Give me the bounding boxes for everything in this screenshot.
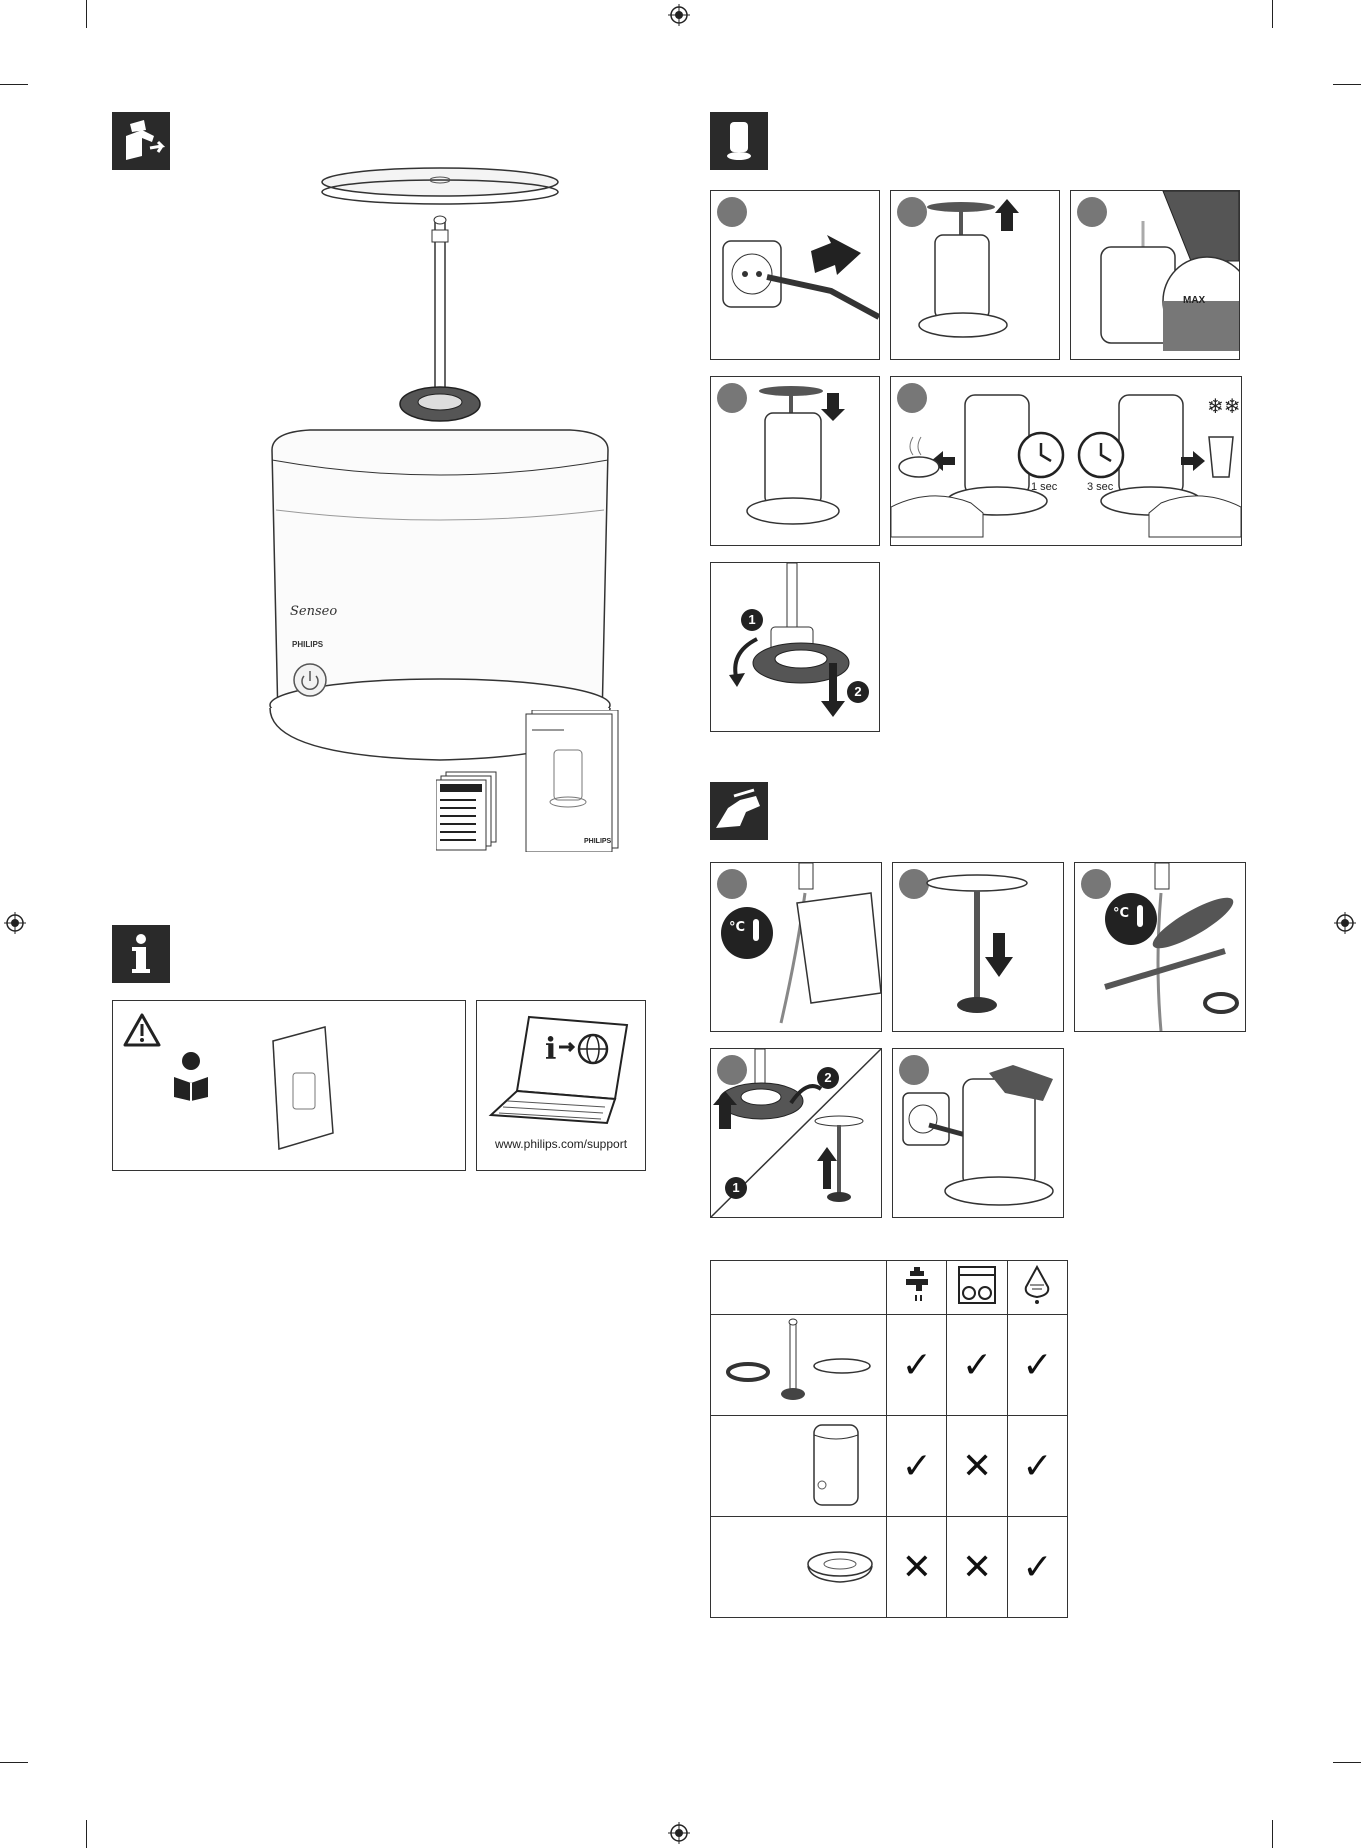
step-remove-lid — [890, 190, 1060, 360]
rinse-parts-icon: °C — [1075, 863, 1245, 1031]
svg-text:°C: °C — [1113, 906, 1129, 921]
crop-mark — [1272, 1820, 1273, 1848]
svg-text:i: i — [545, 1032, 556, 1067]
warning-triangle-icon — [123, 1013, 161, 1047]
step-fill-milk: MAX — [1070, 190, 1240, 360]
check-mark: ✓ — [1007, 1416, 1067, 1517]
step-plug-in — [710, 190, 880, 360]
registration-mark-icon — [4, 912, 26, 934]
clean-step-remove-whisk: 1 2 — [710, 1048, 882, 1218]
tap-water-icon — [887, 1261, 947, 1315]
info-icon — [112, 925, 170, 983]
device-brand-label: Senseo — [290, 604, 337, 619]
part-whisk-and-lid — [711, 1315, 887, 1416]
read-manual-panel — [112, 1000, 466, 1171]
device-maker-label: PHILIPS — [292, 640, 323, 649]
quick-guide-illustration — [436, 770, 500, 852]
check-mark: ✓ — [1007, 1517, 1067, 1618]
part-base — [711, 1517, 887, 1618]
check-mark: ✓ — [1007, 1315, 1067, 1416]
pour-milk-icon — [1071, 191, 1239, 359]
registration-mark-icon — [668, 4, 690, 26]
check-mark: ✓ — [887, 1416, 947, 1517]
short-press-label: 1 sec — [1031, 481, 1057, 493]
step-replace-lid — [710, 376, 880, 546]
crop-mark — [1333, 84, 1361, 85]
part-jug — [711, 1416, 887, 1517]
svg-text:°C: °C — [729, 920, 745, 935]
dishwasher-icon — [947, 1261, 1007, 1315]
support-website-panel: i www.philips.com/support — [476, 1000, 646, 1171]
crop-mark — [0, 84, 28, 85]
registration-mark-icon — [1334, 912, 1356, 934]
milk-frother-icon — [710, 112, 768, 170]
max-level-label: MAX — [1183, 295, 1205, 306]
cross-mark: ✕ — [947, 1416, 1007, 1517]
long-press-label: 3 sec — [1087, 481, 1113, 493]
hot-cold-froth-icon: ❄❄ — [891, 377, 1241, 545]
rinse-jug-icon: °C — [711, 863, 881, 1031]
cleaning-cloth-icon — [710, 782, 768, 840]
crop-mark — [86, 1820, 87, 1848]
socket-plug-icon — [711, 221, 879, 351]
step-remove-whisk: 1 2 — [710, 562, 880, 732]
registration-mark-icon — [668, 1822, 690, 1844]
crop-mark — [1272, 0, 1273, 28]
frother-device-illustration — [250, 160, 630, 780]
clean-step-detach-lid — [892, 862, 1064, 1032]
step-badge-1: 1 — [741, 609, 763, 631]
support-url: www.philips.com/support — [477, 1137, 645, 1151]
manual-brand-label: PHILIPS — [584, 838, 611, 845]
step-badge-2: 2 — [847, 681, 869, 703]
step-press-button: ❄❄ 1 sec 3 sec — [890, 376, 1242, 546]
cross-mark: ✕ — [887, 1517, 947, 1618]
check-mark: ✓ — [947, 1315, 1007, 1416]
clean-step-wipe-jug — [892, 1048, 1064, 1218]
svg-text:❄❄: ❄❄ — [1207, 394, 1241, 418]
check-mark: ✓ — [887, 1315, 947, 1416]
crop-mark — [1333, 1762, 1361, 1763]
laptop-support-icon: i — [487, 1013, 637, 1133]
manual-booklet-icon — [263, 1023, 343, 1153]
jug-lid-up-icon — [891, 191, 1059, 359]
cross-mark: ✕ — [947, 1517, 1007, 1618]
table-header-blank — [711, 1261, 887, 1315]
whisk-removal-icon — [711, 563, 879, 731]
wipe-cloth-icon — [1007, 1261, 1067, 1315]
lid-whisk-down-icon — [893, 863, 1063, 1031]
reading-person-icon — [168, 1051, 214, 1101]
step-badge-1: 1 — [725, 1177, 747, 1199]
unplug-wipe-icon — [893, 1049, 1063, 1217]
user-manual-illustration — [524, 710, 620, 852]
crop-mark — [0, 1762, 28, 1763]
clean-step-rinse-parts: °C — [1074, 862, 1246, 1032]
clean-step-rinse-jug: °C — [710, 862, 882, 1032]
crop-mark — [86, 0, 87, 28]
jug-lid-down-icon — [711, 377, 879, 545]
box-unpack-icon — [112, 112, 170, 170]
cleaning-method-table: ✓ ✓ ✓ ✓ ✕ ✓ ✕ ✕ ✓ — [710, 1260, 1068, 1618]
step-badge-2: 2 — [817, 1067, 839, 1089]
